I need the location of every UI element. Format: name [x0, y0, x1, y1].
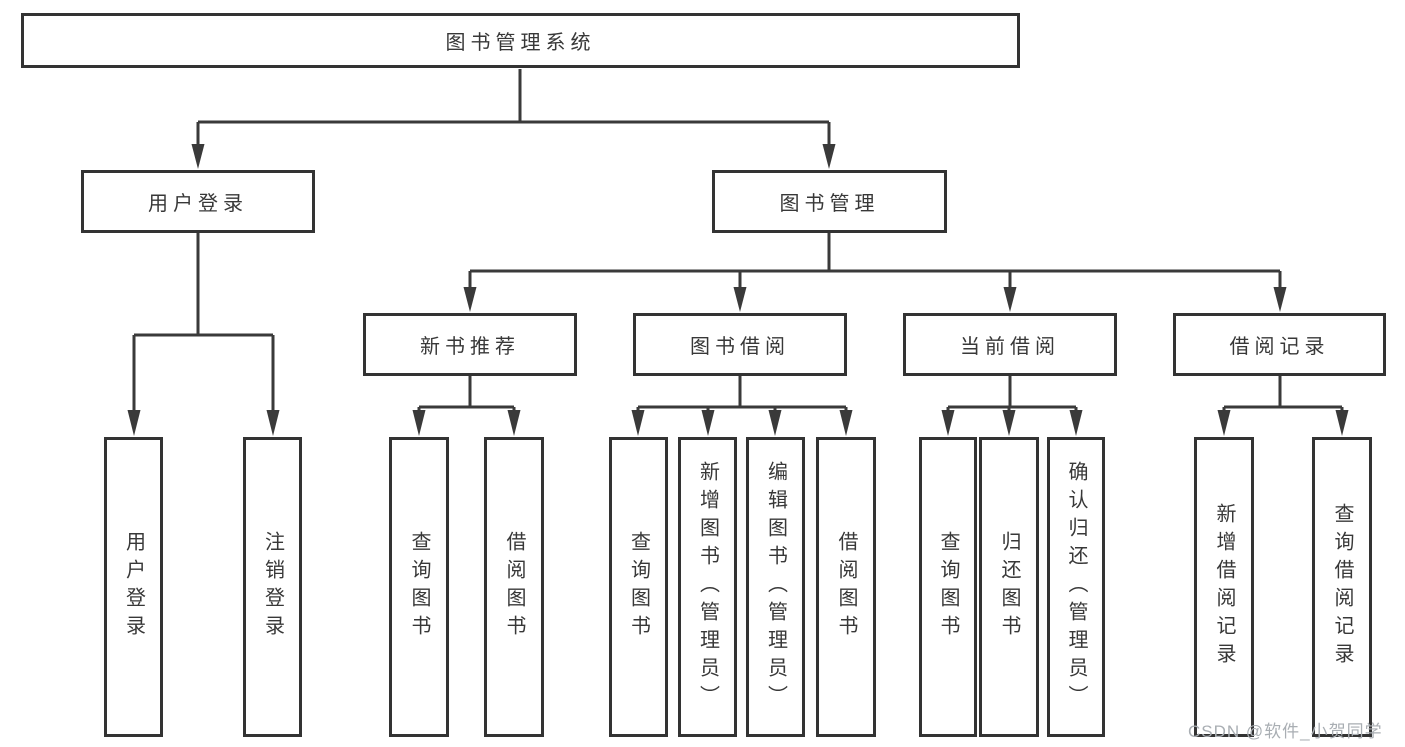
arrowhead: [1217, 410, 1231, 436]
arrowhead: [822, 144, 836, 169]
leaf-query-books-recommend: 查询图书: [389, 437, 449, 737]
node-book-management: 图书管理: [712, 170, 947, 233]
leaf-borrow-books: 借阅图书: [816, 437, 876, 737]
arrowhead: [768, 410, 782, 436]
arrowhead: [701, 410, 715, 436]
leaf-add-borrow-record: 新增借阅记录: [1194, 437, 1254, 737]
connector-book-management: [468, 233, 1282, 289]
node-new-book-recommend: 新书推荐: [363, 313, 577, 376]
leaf-confirm-return-admin-label: 确认归还（管理员）: [1065, 461, 1087, 713]
arrowhead: [463, 287, 477, 312]
node-user-login: 用户登录: [81, 170, 315, 233]
leaf-logout-label: 注销登录: [261, 531, 284, 643]
node-book-borrow-label: 图书借阅: [690, 336, 790, 358]
node-user-login-label: 用户登录: [148, 193, 248, 215]
node-borrow-records-label: 借阅记录: [1229, 336, 1330, 358]
leaf-query-books-borrow: 查询图书: [609, 437, 668, 737]
arrowhead: [1002, 410, 1016, 436]
leaf-user-login: 用户登录: [104, 437, 163, 737]
arrowhead: [1003, 287, 1017, 312]
arrowhead: [733, 287, 747, 312]
leaf-logout: 注销登录: [243, 437, 302, 737]
leaf-query-borrow-record-label: 查询借阅记录: [1331, 503, 1353, 671]
leaf-return-book-label: 归还图书: [998, 531, 1020, 643]
leaf-add-book-admin-label: 新增图书（管理员）: [696, 461, 719, 713]
leaf-query-borrow-record: 查询借阅记录: [1312, 437, 1372, 737]
arrowhead: [127, 410, 141, 436]
leaf-borrow-books-recommend: 借阅图书: [484, 437, 544, 737]
connector-user-login: [132, 233, 275, 412]
leaf-confirm-return-admin: 确认归还（管理员）: [1047, 437, 1105, 737]
leaf-return-book: 归还图书: [979, 437, 1039, 737]
arrowhead: [839, 410, 853, 436]
leaf-query-books-current-label: 查询图书: [937, 531, 959, 643]
leaf-edit-book-admin-label: 编辑图书（管理员）: [764, 461, 787, 713]
leaf-user-login-label: 用户登录: [122, 531, 145, 643]
arrowhead: [631, 410, 645, 436]
connector-new-book-recommend: [417, 376, 516, 413]
connector-book-borrow: [636, 376, 848, 413]
connector-borrow-records: [1222, 376, 1344, 413]
leaf-borrow-books-recommend-label: 借阅图书: [503, 531, 525, 643]
arrowhead: [1335, 410, 1349, 436]
leaf-add-borrow-record-label: 新增借阅记录: [1213, 503, 1235, 671]
leaf-query-books-borrow-label: 查询图书: [627, 531, 650, 643]
arrowhead: [1069, 410, 1083, 436]
leaf-query-books-current: 查询图书: [919, 437, 977, 737]
leaf-borrow-books-label: 借阅图书: [835, 531, 857, 643]
arrowhead: [507, 410, 521, 436]
node-root-label: 图书管理系统: [445, 32, 596, 54]
arrowhead: [1273, 287, 1287, 312]
node-new-book-recommend-label: 新书推荐: [420, 336, 520, 358]
leaf-query-books-recommend-label: 查询图书: [408, 531, 430, 643]
arrowhead: [266, 410, 280, 436]
arrowheads: [127, 144, 1349, 436]
node-root: 图书管理系统: [21, 13, 1020, 68]
node-book-borrow: 图书借阅: [633, 313, 847, 376]
arrowhead: [941, 410, 955, 436]
node-book-management-label: 图书管理: [779, 193, 880, 215]
leaf-add-book-admin: 新增图书（管理员）: [678, 437, 737, 737]
arrowhead: [412, 410, 426, 436]
connector-root: [196, 69, 831, 146]
node-current-borrow-label: 当前借阅: [960, 336, 1060, 358]
node-borrow-records: 借阅记录: [1173, 313, 1386, 376]
node-current-borrow: 当前借阅: [903, 313, 1117, 376]
watermark: CSDN @软件_小贺同学: [1188, 722, 1383, 741]
connector-current-borrow: [946, 376, 1078, 413]
leaf-edit-book-admin: 编辑图书（管理员）: [746, 437, 805, 737]
arrowhead: [191, 144, 205, 169]
